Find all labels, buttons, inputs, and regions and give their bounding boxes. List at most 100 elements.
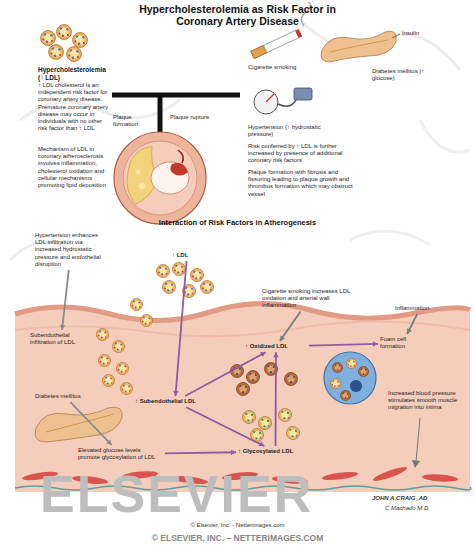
text-node: Hypertension enhances LDL infiltration v… [35, 232, 107, 268]
text-node: Elevated glucose levels promote glycosyl… [78, 447, 163, 461]
pancreatic-duct [330, 40, 388, 52]
oxidized-ldl-particle [247, 371, 260, 384]
background-foliage [10, 20, 460, 260]
node-text: Diabetes mellitus [35, 393, 95, 400]
connector-line [407, 314, 417, 334]
arrowhead [106, 440, 111, 445]
connector-arrow [173, 261, 186, 396]
lumen [151, 162, 189, 194]
ldl-particle [41, 31, 56, 46]
title: Hypercholesterolemia as Risk Factor in C… [125, 3, 350, 27]
connector-arrow [185, 352, 265, 396]
label-text: © Elsevier, Inc. - Netterimages.com [0, 522, 475, 529]
node-text: Foam cell formation [380, 336, 425, 350]
connector-line [309, 344, 378, 346]
connector-arrow [309, 341, 378, 346]
connector-arrow [186, 407, 264, 446]
connector-line [175, 261, 186, 396]
ldl-particle [173, 263, 186, 276]
pressure-cuff [294, 88, 312, 100]
connector-line [275, 352, 277, 446]
watermark: ELSEVIER [40, 468, 360, 520]
lipid-droplet [358, 366, 368, 376]
arrowhead [412, 460, 420, 468]
ldl-particle [116, 362, 128, 374]
connector-line [185, 352, 265, 396]
cigarette-filter [251, 45, 267, 58]
node-text: ↑ Subendothelial LDL [135, 398, 215, 405]
leader-line [416, 418, 420, 462]
lipid-core [139, 183, 145, 189]
thrombus [170, 163, 188, 176]
insulin-leader [392, 34, 400, 38]
ldl-particle [191, 269, 204, 282]
arrowhead [280, 335, 285, 341]
ldl-particle [163, 281, 176, 294]
pancreatic-duct [46, 414, 114, 432]
connector-arrow [407, 314, 417, 334]
glycosylated-ldl-particle [287, 427, 300, 440]
connector-line [165, 452, 236, 453]
arrowhead [407, 328, 412, 334]
label-text: Interaction of Risk Factors in Atherogen… [80, 218, 395, 227]
ldl-particle [102, 374, 114, 386]
gauge-tube [278, 100, 296, 106]
ldl-particle [73, 33, 88, 48]
node-text: ↑ Glycosylated LDL [238, 448, 313, 455]
cigarette [251, 29, 302, 59]
background-foliage [350, 120, 470, 245]
text-node: Foam cell formation [380, 336, 425, 350]
label-text: Plaque rupture [170, 114, 210, 121]
text-node: ↑ LDL [172, 252, 202, 259]
pancreas [35, 407, 122, 442]
connector-arrow [273, 352, 278, 446]
connector-arrow [70, 402, 111, 445]
label-text: Risk conferred by ↑ LDL is further incre… [248, 143, 353, 165]
cigarette-ember [295, 29, 302, 38]
ldl-particle [201, 281, 214, 294]
oxidized-ldl-particle [285, 373, 298, 386]
text-node: ↑ Oxidized LDL [245, 343, 307, 350]
text-node: ↑ Subendothelial LDL [135, 398, 215, 405]
endothelium [15, 303, 470, 320]
connector-line [186, 407, 264, 446]
label-text: Mechanism of LDL in coronary atheroscler… [38, 146, 110, 189]
foam-cell [324, 352, 376, 404]
cigarette-body [251, 30, 300, 58]
smooth-muscle-cell [422, 473, 458, 482]
signature: C.Machado M.D. [385, 505, 455, 512]
label-text: Cigarette smoking [248, 64, 298, 71]
pancreas [321, 31, 396, 62]
arrowhead [259, 441, 265, 446]
smooth-muscle-cell [322, 470, 359, 481]
text-node: Inflammation [395, 305, 445, 312]
connector-line [62, 270, 69, 330]
label-text: ↑ LDL cholesterol is an independent risk… [38, 82, 110, 132]
lipid-droplet [340, 390, 350, 400]
ldl-particle [96, 328, 108, 340]
glycosylated-ldl-particle [259, 417, 272, 430]
ldl-particle [112, 340, 124, 352]
ldl-particle [140, 314, 152, 326]
label-text: Plaque formation [113, 114, 153, 128]
connector-arrow [165, 450, 236, 455]
glycosylated-ldl-particle [243, 411, 256, 424]
arrowhead [273, 352, 278, 357]
text-node: ↑ Glycosylated LDL [238, 448, 313, 455]
ldl-particle [67, 47, 82, 62]
arrowhead [373, 341, 378, 346]
artery-wall [114, 132, 206, 224]
foam-cell-nucleus [350, 380, 362, 392]
node-text: Subendothelial infiltration of LDL [30, 332, 92, 346]
lipid-droplet [346, 358, 356, 368]
arterial-wall [15, 303, 470, 492]
node-text: Hypertension enhances LDL infiltration v… [35, 232, 107, 268]
lipid-droplet [332, 362, 342, 372]
node-text: Increased blood pressure stimulates smoo… [388, 390, 466, 412]
node-text: Inflammation [395, 305, 445, 312]
merge-arrow [112, 93, 240, 98]
lipid-core [136, 170, 141, 175]
label-text: © ELSEVIER, INC. – NETTERIMAGES.COM [0, 533, 475, 543]
ldl-particle [157, 265, 170, 278]
